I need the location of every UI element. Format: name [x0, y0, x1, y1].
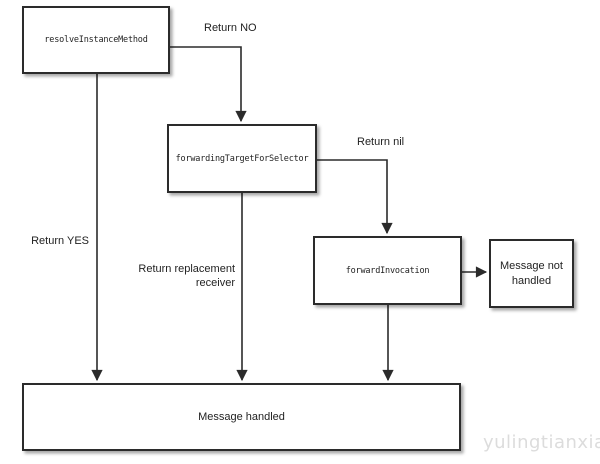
node-message-not-handled: Message not handled — [489, 239, 574, 308]
edge-label-return-replacement-receiver: Return replacement receiver — [138, 263, 235, 289]
edge-return-nil-arrow — [317, 159, 393, 235]
edge-label-return-no: Return NO — [204, 22, 257, 34]
edge-label-return-yes: Return YES — [31, 235, 89, 247]
node-forwarding-target-for-selector: forwardingTargetForSelector — [167, 124, 317, 193]
node-forward-invocation: forwardInvocation — [313, 236, 462, 305]
watermark-text: yulingtianxia — [483, 432, 600, 453]
edge-label-return-nil: Return nil — [357, 136, 405, 148]
node-resolve-instance-method: resolveInstanceMethod — [22, 6, 170, 74]
edge-return-no-arrow — [170, 46, 247, 123]
node-message-handled: Message handled — [22, 383, 461, 451]
